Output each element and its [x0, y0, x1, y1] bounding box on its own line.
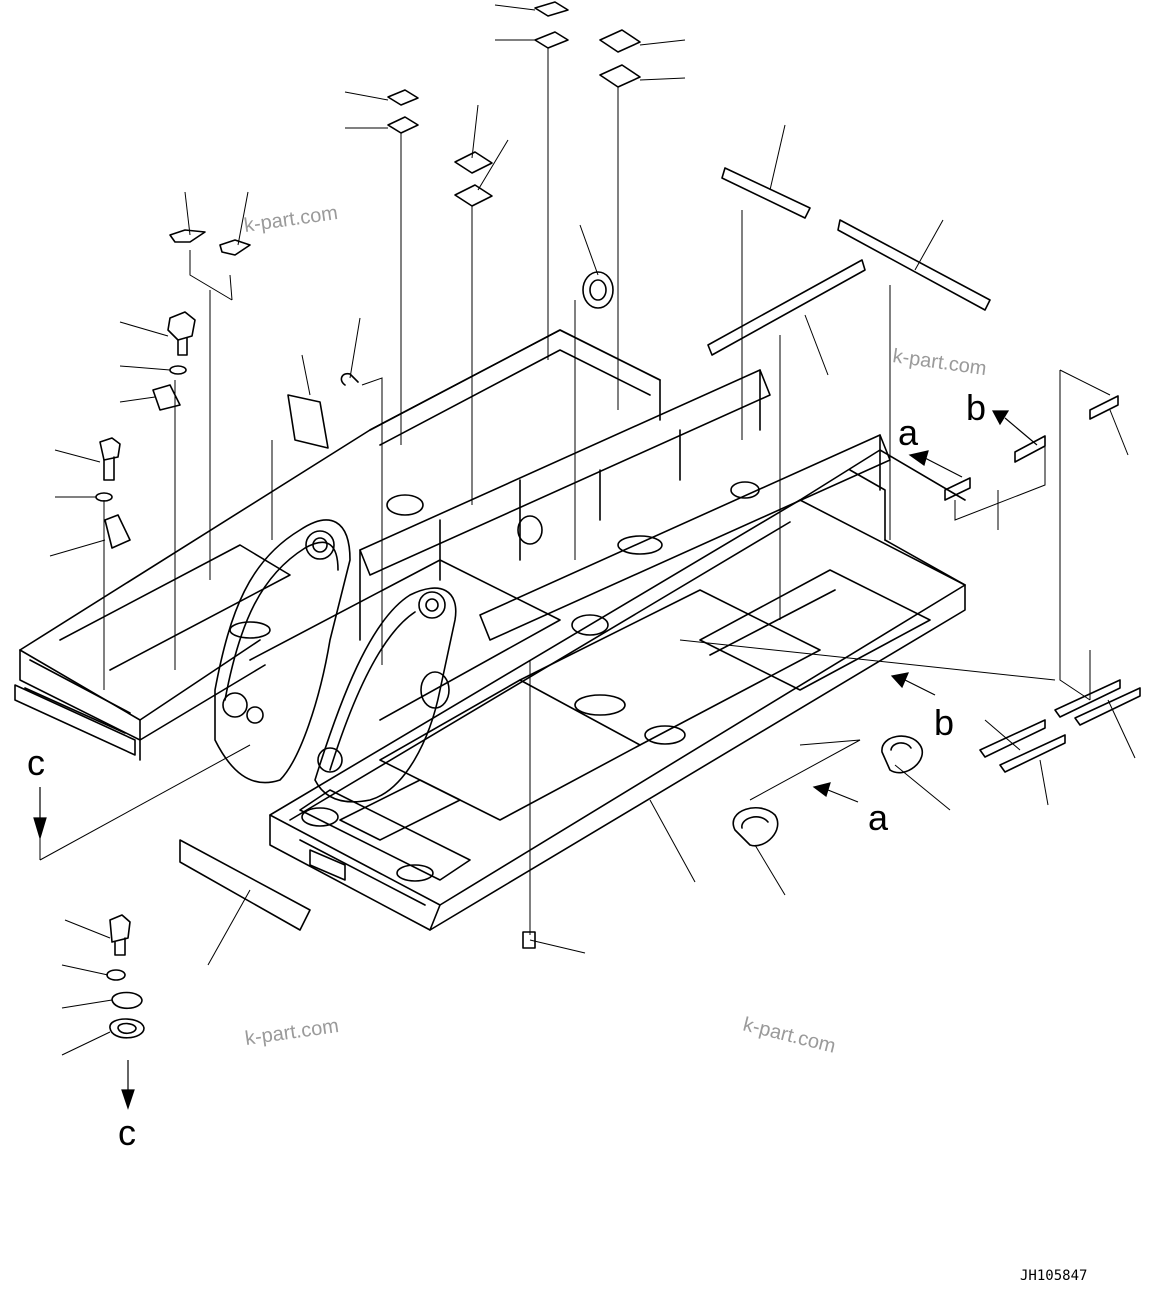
drawing-code: JH105847	[1020, 1268, 1087, 1284]
revolving-frame	[14, 329, 966, 931]
watermark-3: k-part.com	[244, 1015, 341, 1050]
spacer-bars	[707, 167, 991, 356]
view-label-c-top: c	[27, 742, 45, 783]
clip-right	[219, 239, 251, 256]
hook	[340, 372, 359, 386]
view-label-a-bottom: a	[868, 797, 889, 838]
watermark-1: k-part.com	[243, 202, 340, 237]
view-label-c-bottom: c	[118, 1112, 136, 1153]
front-reflector-plate	[179, 839, 311, 931]
watermark-4: k-part.com	[741, 1014, 838, 1058]
view-arrows	[33, 410, 1038, 1110]
grommets	[522, 271, 923, 949]
watermark-2: k-part.com	[891, 345, 988, 380]
view-label-b-bottom: b	[934, 702, 954, 743]
view-label-b-top: b	[966, 387, 986, 428]
boom-bracket-left	[214, 519, 351, 784]
clip-left	[169, 229, 206, 243]
left-step-plate	[14, 684, 136, 756]
front-handle-slot	[309, 849, 346, 881]
leader-lines	[39, 4, 1136, 1056]
boom-bracket-right	[314, 587, 457, 803]
cover-plate	[287, 394, 329, 449]
strip-plates	[944, 395, 1141, 773]
fasteners-left	[95, 311, 196, 1039]
view-label-a-top: a	[898, 412, 919, 453]
pad-plates	[387, 1, 641, 207]
